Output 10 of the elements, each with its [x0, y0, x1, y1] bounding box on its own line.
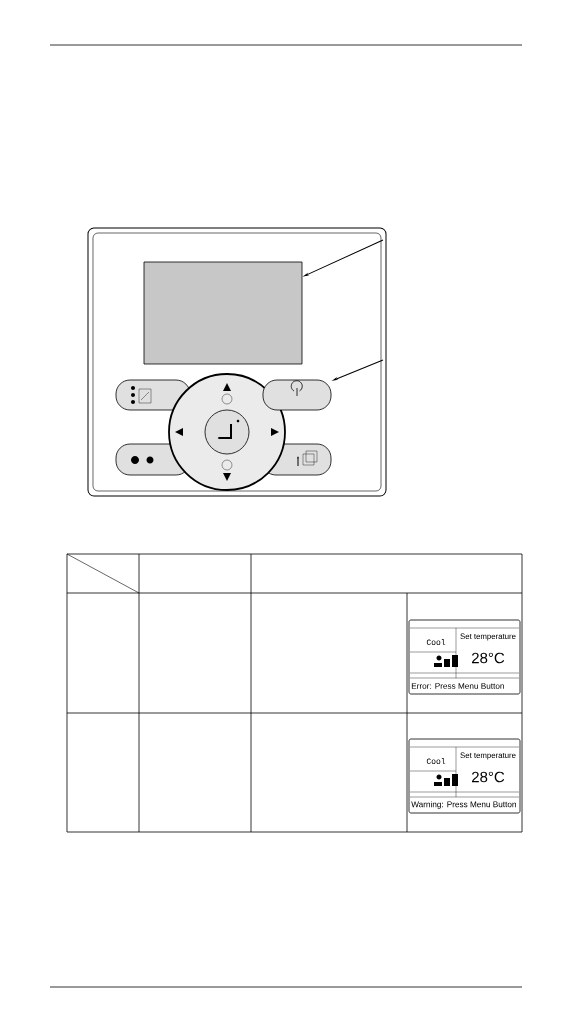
- power-button: [262, 379, 332, 411]
- screen-text: Cool: [426, 639, 446, 645]
- temperature-value: 28°C: [472, 771, 505, 783]
- leader-line: [333, 359, 384, 381]
- display-screen: [143, 261, 303, 365]
- leader-line: [304, 239, 384, 277]
- screen-text: Cool: [426, 758, 446, 764]
- screen-text: Warning: Press Menu Button: [411, 801, 516, 809]
- temperature-value: 28°C: [472, 652, 505, 664]
- screen-text: Error: Press Menu Button: [411, 683, 504, 689]
